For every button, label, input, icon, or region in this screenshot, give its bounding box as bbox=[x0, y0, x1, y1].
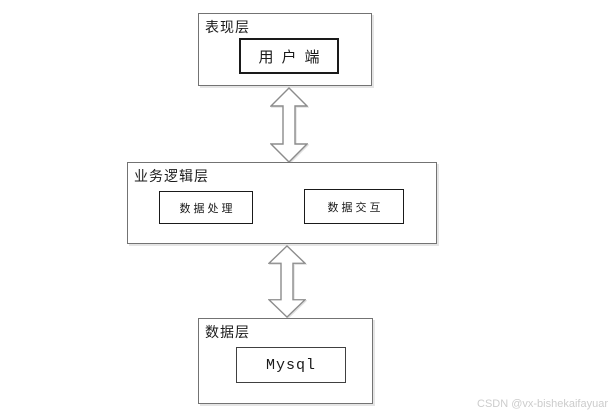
node-mysql-label: Mysql bbox=[265, 356, 316, 374]
double-arrow-icon bbox=[270, 87, 308, 163]
layer-label-presentation: 表现层 bbox=[205, 21, 250, 36]
layer-box-presentation: 表现层 用户端 bbox=[198, 13, 372, 86]
node-data-interaction-label: 数据交互 bbox=[327, 201, 384, 214]
layer-box-business-logic: 业务逻辑层 数据处理 数据交互 bbox=[127, 162, 437, 244]
layer-box-data: 数据层 Mysql bbox=[198, 318, 373, 404]
layer-label-data: 数据层 bbox=[205, 326, 250, 341]
node-client: 用户端 bbox=[239, 38, 339, 74]
node-data-processing-label: 数据处理 bbox=[179, 202, 236, 215]
node-mysql: Mysql bbox=[236, 347, 346, 383]
layer-label-business-logic: 业务逻辑层 bbox=[134, 170, 209, 185]
double-arrow-icon bbox=[268, 245, 306, 318]
arrow-business-data bbox=[268, 245, 306, 318]
arrow-presentation-business bbox=[270, 87, 308, 163]
node-client-label: 用户端 bbox=[258, 49, 328, 66]
watermark: CSDN @vx-bishekaifayuar bbox=[477, 398, 608, 410]
node-data-interaction: 数据交互 bbox=[304, 189, 404, 224]
node-data-processing: 数据处理 bbox=[159, 191, 253, 224]
